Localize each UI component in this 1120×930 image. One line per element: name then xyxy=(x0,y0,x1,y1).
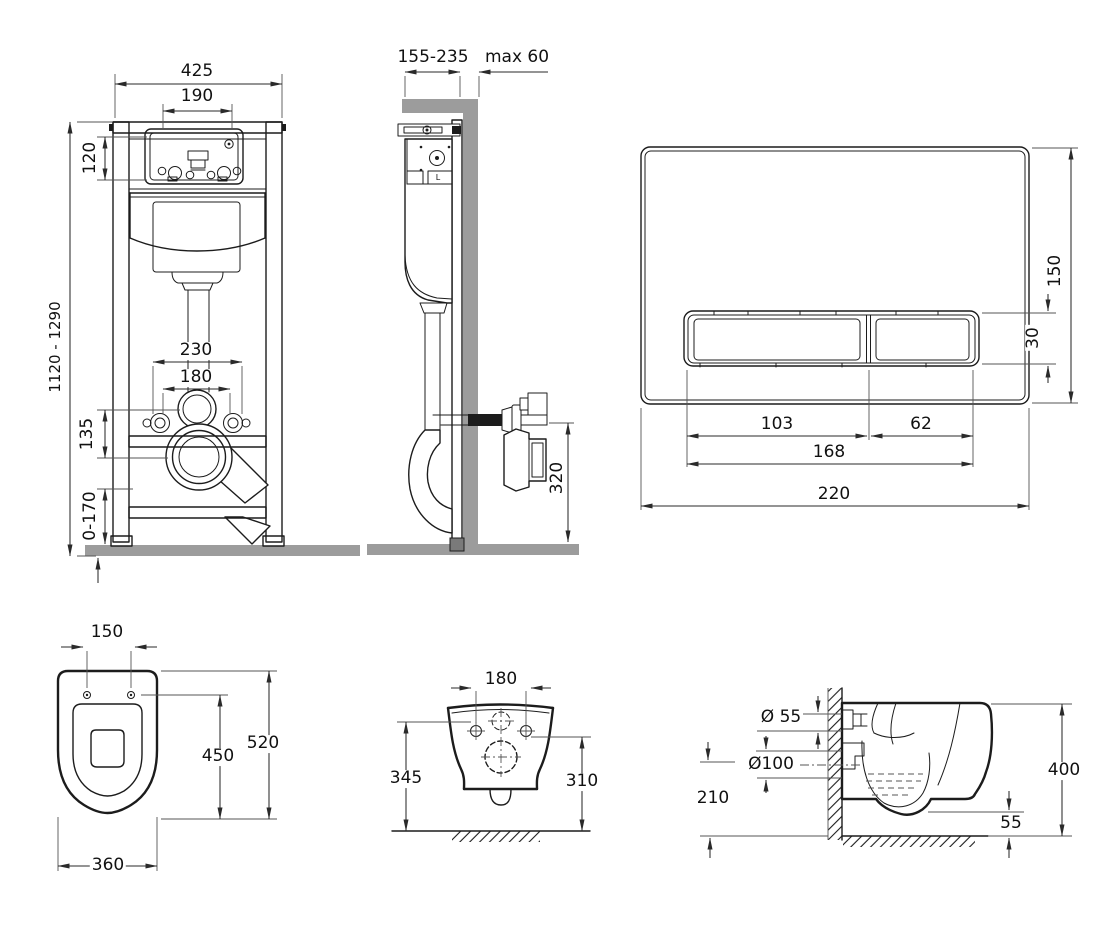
dim-outlet-axis-height: 210 xyxy=(694,788,732,809)
dim-frame-opening-height: 120 xyxy=(80,139,101,177)
frame-front-dimensions xyxy=(67,74,283,583)
dim-fixing-spacing-outer: 230 xyxy=(177,340,215,361)
flush-plate-dimensions xyxy=(640,147,1078,510)
dim-large-button-width: 103 xyxy=(758,414,796,435)
dim-outlet-height-side: 320 xyxy=(547,459,568,497)
drain-outlet-front xyxy=(165,423,271,545)
installation-frame-front-view xyxy=(67,74,360,583)
seat-opening xyxy=(72,703,143,797)
frame-side-dimensions xyxy=(404,69,574,543)
rear-bottom-tab xyxy=(489,788,512,806)
dim-fixing-spacing-inner: 180 xyxy=(177,367,215,388)
dim-seat-hole-spacing: 150 xyxy=(88,622,126,643)
dim-rear-height-inner: 310 xyxy=(563,771,601,792)
dim-outlet-diameter: Ø100 xyxy=(746,754,796,775)
drain-connector-side xyxy=(503,428,547,492)
concealed-cistern-front xyxy=(129,192,266,393)
dim-buttons-total-width: 168 xyxy=(810,442,848,463)
toilet-bowl-rear-view xyxy=(391,685,591,842)
small-flush-button xyxy=(875,318,970,361)
floor-hatch xyxy=(843,836,975,847)
bowl-outline xyxy=(56,669,159,815)
dim-bowl-width: 360 xyxy=(89,855,127,876)
dim-inlet-diameter: Ø 55 xyxy=(758,707,804,728)
wall-bracket xyxy=(397,123,461,137)
plate-outer xyxy=(640,146,1030,405)
bowl-side-dimensions xyxy=(700,696,1072,858)
dim-plate-height: 150 xyxy=(1045,252,1066,290)
wall-section xyxy=(463,113,478,553)
rear-top-edge xyxy=(446,703,555,710)
dim-bowl-length: 520 xyxy=(244,733,282,754)
dim-rear-fixing-spacing: 180 xyxy=(482,669,520,690)
ground-hatch-rear xyxy=(452,831,540,842)
bowl-side-outline xyxy=(840,701,994,816)
dim-button-height: 30 xyxy=(1023,325,1044,351)
frame-low-crossbar xyxy=(128,506,267,519)
dim-plate-width: 220 xyxy=(815,484,853,505)
dim-foot-adjustment: 0-170 xyxy=(80,489,101,543)
dim-flush-to-outlet: 135 xyxy=(77,415,98,453)
flush-plate-front-view xyxy=(640,146,1078,510)
large-flush-button xyxy=(693,318,861,361)
frame-foot-right xyxy=(262,535,285,547)
wall-hatch xyxy=(828,688,842,840)
dim-bowl-depth: 400 xyxy=(1045,760,1083,781)
dim-frame-opening-width: 190 xyxy=(178,86,216,107)
toilet-bowl-top-view xyxy=(56,644,277,871)
dim-rear-height-outer: 345 xyxy=(387,768,425,789)
dim-frame-depth-range: 155-235 xyxy=(395,47,471,68)
frame-foot-left xyxy=(110,535,133,547)
bowl-hole xyxy=(90,729,125,768)
installation-frame-side-view xyxy=(367,69,579,555)
flush-pipe-side xyxy=(432,392,548,436)
dim-frame-height-range: 1120 - 1290 xyxy=(46,299,65,395)
dim-finish-max: max 60 xyxy=(482,47,552,68)
floor-section-side xyxy=(367,544,579,555)
plate-inner-edge xyxy=(644,150,1026,401)
toilet-bowl-side-section xyxy=(700,687,1072,858)
dim-bottom-gap: 55 xyxy=(998,813,1024,834)
cistern-access-window xyxy=(144,128,244,185)
frame-rail-side xyxy=(451,119,463,544)
bowl-side-internals xyxy=(841,702,961,808)
frame-rail-left xyxy=(112,121,130,543)
frame-mid-crossbar xyxy=(128,435,267,448)
ceiling-section xyxy=(402,99,478,113)
rear-inlet-outlet xyxy=(481,708,521,777)
frame-foot-side xyxy=(449,537,465,552)
valve-mark-label: L xyxy=(435,172,441,182)
drain-elbow-side xyxy=(408,429,453,534)
rear-fixing-holes xyxy=(467,722,535,740)
flush-bend-and-fixings xyxy=(142,389,251,433)
flush-buttons xyxy=(683,310,980,368)
concealed-cistern-side xyxy=(404,138,453,431)
dim-small-button-width: 62 xyxy=(908,414,934,435)
frame-rail-right xyxy=(265,121,283,543)
frame-top-crossbar xyxy=(112,121,283,134)
dim-frame-total-width: 425 xyxy=(178,61,216,82)
dim-holes-to-front: 450 xyxy=(199,746,237,767)
floor-section xyxy=(85,545,360,556)
